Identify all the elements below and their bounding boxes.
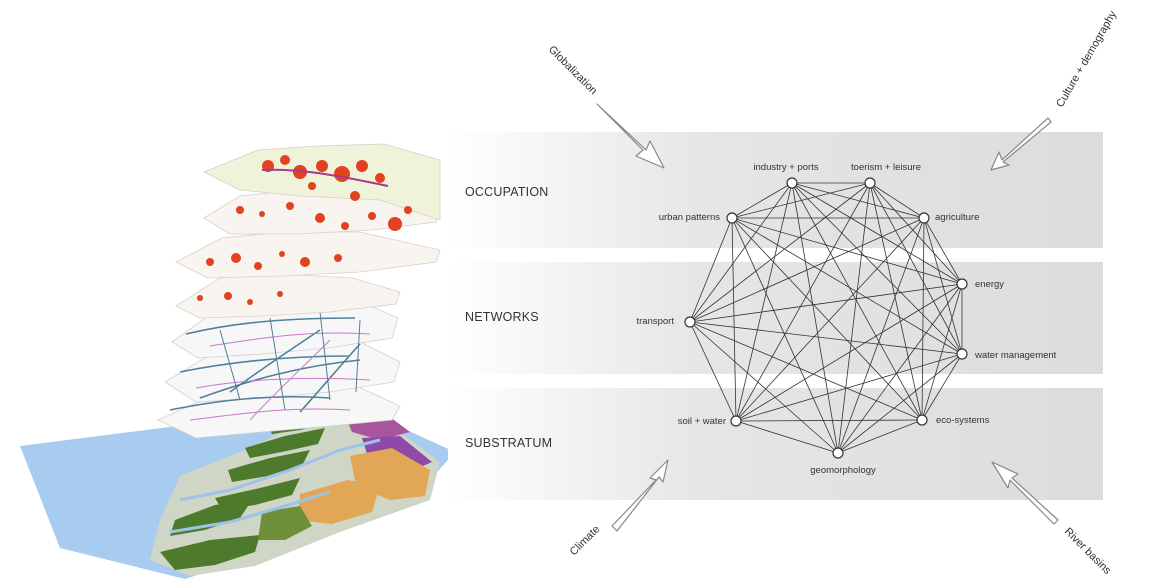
connection-water-management-urban-patterns [731, 217, 963, 355]
node-label-eco-systems: eco-systems [936, 415, 990, 426]
connection-toerism-leisure-urban-patterns [731, 182, 871, 219]
node-label-transport: transport [637, 316, 675, 327]
connection-soil-water-transport [689, 321, 737, 422]
node-eco-systems [916, 414, 928, 426]
node-transport [684, 316, 696, 328]
node-geomorphology [832, 447, 844, 459]
connection-water-management-eco-systems [921, 353, 963, 421]
driver-arrow-climate [611, 459, 669, 532]
connection-energy-urban-patterns [731, 217, 963, 285]
connection-agriculture-soil-water [735, 217, 925, 422]
driver-arrow-river-basins [991, 461, 1059, 525]
connection-industry-ports-transport [689, 182, 793, 323]
connection-industry-ports-eco-systems [791, 182, 923, 421]
node-label-urban-patterns: urban patterns [659, 212, 721, 223]
occupation-band [448, 132, 1103, 248]
connection-industry-ports-soil-water [735, 182, 793, 422]
node-connections [689, 182, 963, 454]
connection-soil-water-urban-patterns [731, 217, 737, 422]
substratum-band [448, 388, 1103, 500]
node-label-toerism-leisure: toerism + leisure [851, 162, 921, 173]
networks-map-layer [157, 295, 401, 439]
driver-arrow-culture-demography [990, 117, 1052, 171]
node-label-energy: energy [975, 279, 1004, 290]
connection-energy-soil-water [735, 283, 963, 422]
driver-arrow-globalization [596, 103, 665, 169]
networks-band [448, 262, 1103, 374]
connection-industry-ports-geomorphology [791, 182, 839, 454]
node-agriculture [918, 212, 930, 224]
connection-toerism-leisure-energy [869, 182, 963, 285]
connection-industry-ports-urban-patterns [731, 182, 793, 219]
connection-industry-ports-agriculture [791, 182, 925, 219]
node-circles [684, 177, 968, 459]
substratum-map-layer [20, 402, 455, 579]
layer-map-illustration [20, 143, 455, 579]
node-urban-patterns [726, 212, 738, 224]
connection-geomorphology-transport [689, 321, 839, 454]
connection-eco-systems-transport [689, 321, 923, 421]
connection-eco-systems-urban-patterns [731, 217, 923, 421]
driver-label-globalization: Globalization [546, 44, 599, 97]
connection-energy-geomorphology [837, 283, 963, 454]
band-label-occupation: OCCUPATION [465, 185, 548, 199]
driver-label-river-basins: River basins [1062, 526, 1114, 578]
connection-water-management-geomorphology [837, 353, 963, 454]
node-soil-water [730, 415, 742, 427]
connection-toerism-leisure-geomorphology [837, 182, 871, 454]
connection-toerism-leisure-eco-systems [869, 182, 923, 421]
connection-transport-urban-patterns [689, 217, 733, 323]
node-toerism-leisure [864, 177, 876, 189]
connection-water-management-transport [689, 321, 963, 355]
connection-agriculture-water-management [923, 217, 963, 355]
driver-label-culture-demography: Culture + demography [1054, 9, 1119, 110]
connection-eco-systems-geomorphology [837, 419, 923, 454]
connection-toerism-leisure-agriculture [869, 182, 925, 219]
node-label-industry-ports: industry + ports [753, 162, 818, 173]
node-label-agriculture: agriculture [935, 212, 979, 223]
node-label-geomorphology: geomorphology [810, 465, 876, 476]
connection-geomorphology-soil-water [735, 420, 839, 454]
node-water-management [956, 348, 968, 360]
connection-toerism-leisure-water-management [869, 182, 963, 355]
node-industry-ports [786, 177, 798, 189]
connection-agriculture-geomorphology [837, 217, 925, 454]
connection-agriculture-energy [923, 217, 963, 285]
connection-toerism-leisure-transport [689, 182, 871, 323]
connection-energy-transport [689, 283, 963, 323]
connection-toerism-leisure-soil-water [735, 182, 871, 422]
driver-label-climate: Climate [568, 523, 603, 558]
node-label-water-management: water management [974, 350, 1057, 361]
connection-geomorphology-urban-patterns [731, 217, 839, 454]
node-energy [956, 278, 968, 290]
occupation-map-layer [175, 143, 441, 319]
connection-eco-systems-soil-water [735, 419, 923, 422]
node-label-soil-water: soil + water [678, 416, 726, 427]
connection-water-management-soil-water [735, 353, 963, 422]
connection-industry-ports-energy [791, 182, 963, 285]
band-label-substratum: SUBSTRATUM [465, 436, 552, 450]
band-label-networks: NETWORKS [465, 310, 539, 324]
connection-agriculture-transport [689, 217, 925, 323]
connection-agriculture-eco-systems [921, 217, 925, 421]
